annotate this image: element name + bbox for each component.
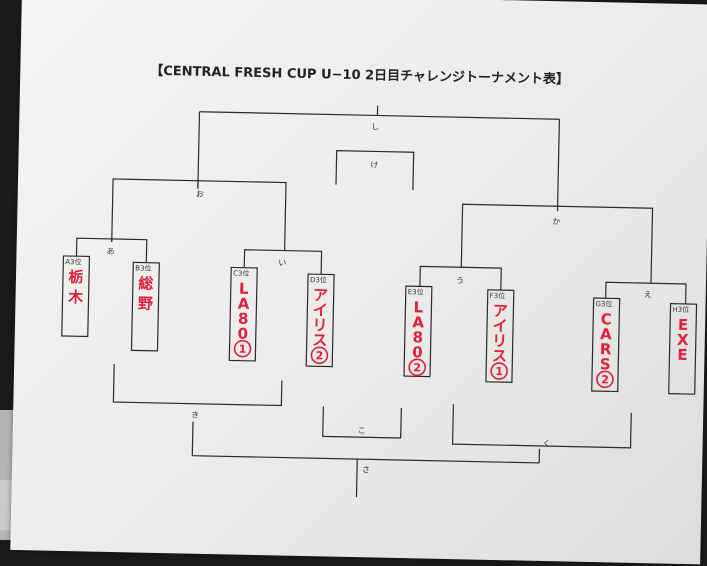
final-bracket: し	[197, 105, 561, 212]
team-slot-tag: D3位	[310, 275, 327, 284]
round1-u-bracket: う	[419, 265, 502, 291]
seed-number: 2	[315, 349, 323, 362]
node-label-sa: さ	[362, 465, 370, 474]
team-slot-box	[591, 297, 621, 393]
lower-ki-bracket: き	[112, 364, 283, 420]
team-name-char: R	[600, 340, 612, 358]
node-label-ka: か	[552, 217, 560, 226]
team-name-char: ア	[493, 302, 508, 320]
team-slot-box	[228, 266, 258, 362]
seed-circle	[233, 339, 252, 358]
team-slot-box	[130, 261, 160, 352]
seed-circle	[596, 370, 614, 389]
team-name-char: ス	[312, 331, 327, 349]
team-name-char: イ	[313, 301, 328, 319]
team-slot-tag: F3位	[490, 291, 506, 300]
team-name-char: 木	[67, 288, 84, 306]
team-name-char: E	[678, 316, 689, 334]
team-name-char: S	[600, 355, 611, 373]
team-name-char: リ	[492, 332, 507, 350]
team-slots: A3位栃木B3位総野C3位LA801D3位アイリス2E3位LA802F3位アイリ…	[61, 255, 698, 395]
round1-a-bracket: あ	[75, 237, 148, 263]
team-name-char: X	[677, 331, 689, 349]
team-slot-tag: C3位	[233, 268, 250, 277]
paper-sheet: 【CENTRAL FRESH CUP U−10 2日目チャレンジトーナメント表】…	[10, 0, 707, 565]
seed-circle	[408, 358, 426, 377]
team-slot: H3位 EXE	[668, 303, 698, 395]
team-name-char: 0	[412, 343, 423, 361]
round1-e-bracket: え	[605, 281, 687, 304]
node-label-e: え	[644, 290, 652, 299]
round1-i-bracket: い	[243, 249, 323, 275]
team-slot-box	[403, 285, 433, 378]
seed-number: 2	[413, 361, 421, 374]
team-name-char: C	[601, 310, 612, 328]
seed-circle	[310, 346, 329, 365]
team-name-char: 8	[238, 310, 249, 328]
team-slot-tag: G3位	[595, 299, 612, 308]
third-place-bracket: け	[335, 150, 415, 191]
seed-number: 1	[239, 343, 247, 356]
team-slot-box	[668, 303, 698, 395]
semi-left-bracket: お	[111, 178, 287, 251]
node-label-ke: け	[370, 160, 378, 169]
lower-ku-bracket: く	[451, 404, 632, 449]
node-label-a: あ	[106, 247, 114, 256]
team-slot-box	[485, 289, 515, 383]
tournament-bracket: 【CENTRAL FRESH CUP U−10 2日目チャレンジトーナメント表】…	[61, 63, 698, 498]
node-label-ki: き	[191, 411, 199, 420]
semi-right-bracket: か	[460, 203, 654, 284]
team-slot-box	[305, 273, 335, 368]
team-slot-box	[61, 255, 91, 338]
team-name-char: イ	[492, 317, 507, 335]
seed-number: 1	[495, 365, 503, 378]
team-name-char: 栃	[68, 268, 83, 286]
node-label-ko: こ	[358, 426, 366, 435]
lower-final-bracket: さ	[191, 421, 541, 498]
seed-number: 2	[601, 373, 609, 386]
team-name-char: ス	[492, 347, 507, 365]
team-slot-tag: E3位	[408, 287, 424, 296]
team-name-char: L	[413, 298, 423, 316]
node-label-ku: く	[543, 439, 551, 448]
team-slot-tag: H3位	[672, 305, 689, 314]
bracket-title: 【CENTRAL FRESH CUP U−10 2日目チャレンジトーナメント表】	[150, 63, 569, 88]
team-slot-tag: A3位	[65, 257, 81, 266]
team-name-char: リ	[312, 316, 327, 334]
lower-ko-bracket: こ	[322, 406, 402, 439]
team-name-char: ア	[313, 286, 328, 304]
team-name-char: A	[237, 295, 249, 313]
node-label-o: お	[196, 190, 204, 199]
team-name-char: E	[677, 346, 688, 364]
node-label-i: い	[278, 258, 286, 267]
team-name-char: 野	[138, 294, 153, 312]
team-name-char: 8	[412, 328, 423, 346]
node-label-u: う	[456, 276, 464, 285]
team-name-char: A	[600, 325, 612, 343]
seed-circle	[490, 362, 508, 380]
node-label-shi: し	[371, 122, 379, 131]
team-name-char: L	[239, 280, 249, 298]
team-name-char: 総	[138, 275, 153, 293]
team-slot-tag: B3位	[135, 263, 151, 272]
team-name-char: 0	[237, 325, 248, 343]
team-name-char: A	[412, 313, 424, 331]
